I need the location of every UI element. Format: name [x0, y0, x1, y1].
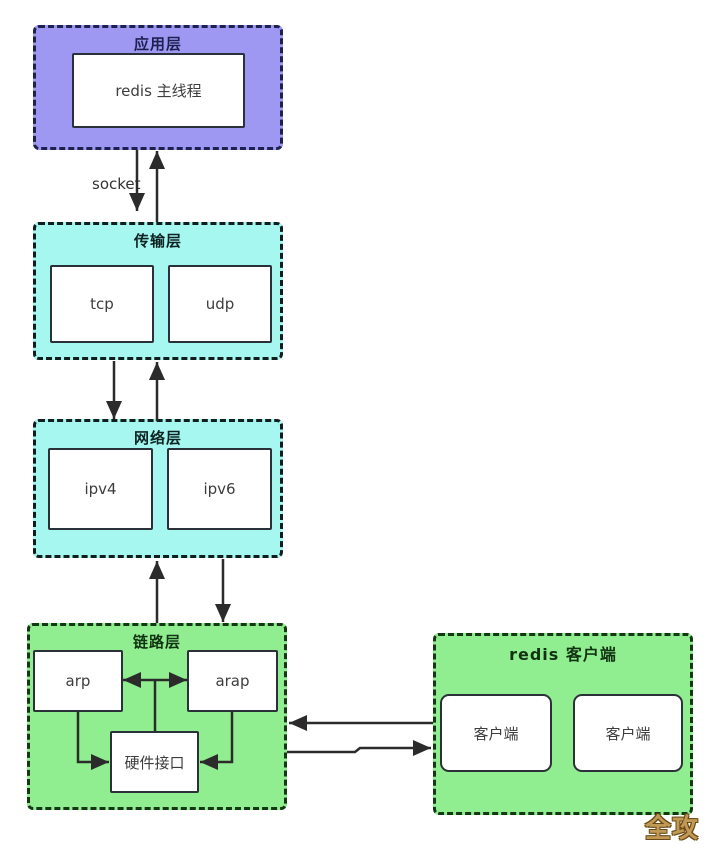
node-hardware-interface: 硬件接口	[110, 731, 199, 793]
network-layer-title: 网络层	[133, 429, 182, 447]
transport-layer-title: 传输层	[133, 232, 182, 250]
app-layer-group: 应用层 redis 主线程	[33, 25, 283, 150]
node-client-1: 客户端	[440, 694, 552, 772]
link-layer-title: 链路层	[132, 633, 181, 651]
redis-client-title: redis 客户端	[509, 645, 617, 664]
node-arp: arp	[33, 650, 123, 712]
node-redis-main-thread: redis 主线程	[72, 53, 245, 128]
node-ipv6: ipv6	[167, 448, 272, 530]
network-layer-group: 网络层 ipv4 ipv6	[33, 419, 283, 558]
node-ipv4: ipv4	[48, 448, 153, 530]
transport-layer-group: 传输层 tcp udp	[33, 222, 283, 360]
link-layer-group: 链路层 arp arap 硬件接口	[27, 623, 287, 810]
redis-client-group: redis 客户端 客户端 客户端	[433, 633, 693, 815]
node-udp: udp	[168, 265, 272, 343]
socket-label: socket	[89, 175, 144, 193]
watermark: 全攻略	[645, 814, 700, 844]
node-tcp: tcp	[50, 265, 154, 343]
arrow-link-layer-to-client	[287, 740, 431, 756]
node-arap: arap	[187, 650, 278, 712]
node-client-2: 客户端	[573, 694, 683, 772]
app-layer-title: 应用层	[133, 35, 182, 53]
